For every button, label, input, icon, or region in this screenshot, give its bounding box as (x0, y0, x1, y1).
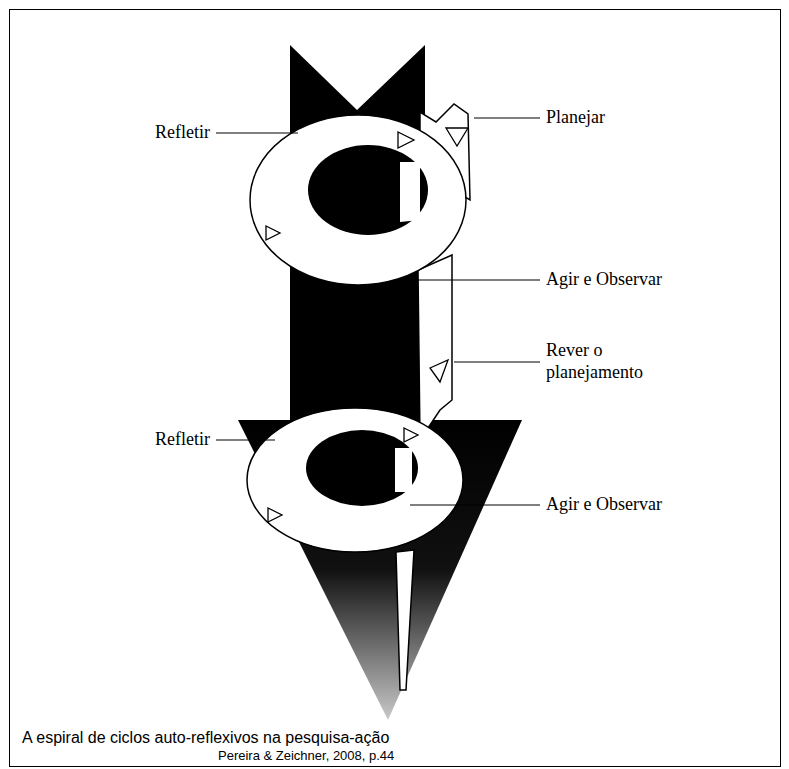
spiral-ribbon (395, 448, 412, 492)
spiral-ring (247, 408, 463, 552)
spiral-ribbon (400, 162, 420, 222)
leader-line (405, 280, 540, 281)
leader-line (216, 440, 275, 441)
phase-label: Agir e Observar (546, 269, 662, 291)
ring-hole (306, 430, 418, 506)
figure-caption: A espiral de ciclos auto-reflexivos na p… (22, 728, 389, 747)
phase-label: Refletir (155, 122, 210, 144)
direction-triangle (398, 132, 414, 148)
direction-triangle (430, 360, 448, 382)
direction-triangle (268, 508, 282, 522)
phase-label: Planejar (546, 107, 605, 129)
direction-triangle (404, 428, 418, 442)
leader-line (410, 505, 540, 506)
source-citation: Pereira & Zeichner, 2008, p.44 (218, 748, 394, 764)
frame-border (10, 10, 781, 767)
phase-label: Refletir (155, 429, 210, 451)
leader-line (474, 118, 540, 119)
leader-line (216, 133, 298, 134)
direction-triangle (266, 226, 280, 240)
leader-line (454, 362, 540, 363)
direction-triangle (446, 128, 468, 146)
phase-label: Rever o planejamento (546, 340, 664, 383)
phase-label: Agir e Observar (546, 494, 662, 516)
spiral-ring (250, 115, 466, 285)
spiral-ribbon-end (396, 550, 414, 690)
spiral-ribbon (418, 255, 452, 440)
ring-hole (308, 145, 428, 235)
